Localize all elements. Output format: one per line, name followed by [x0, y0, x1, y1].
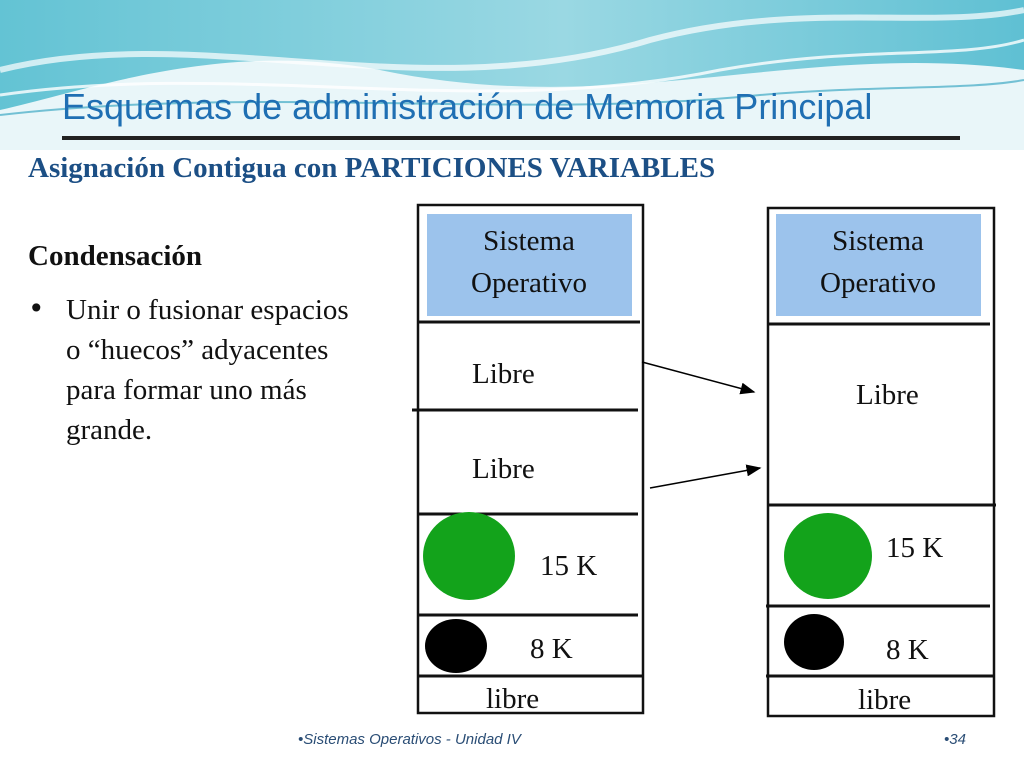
process-15k-circle	[784, 513, 872, 599]
os-label-line1-before: Sistema	[483, 225, 575, 257]
condensacion-heading: Condensación	[28, 240, 203, 272]
memory-after: Sistema Operativo Libre 15 K 8 K libre	[766, 206, 996, 718]
merged-free-label: Libre	[856, 379, 919, 411]
title-underline	[62, 136, 960, 140]
merge-arrow-lower	[649, 464, 762, 489]
free-bottom-label-after: libre	[858, 684, 911, 716]
memory-before: Sistema Operativo Libre Libre 15 K 8 K l…	[412, 203, 645, 715]
slide-title: Esquemas de administración de Memoria Pr…	[62, 86, 873, 127]
bullet-marker: •	[28, 292, 45, 325]
os-block-after	[776, 214, 981, 316]
process-8k-circle	[784, 614, 844, 670]
process-8k-label: 8 K	[886, 634, 929, 666]
process-15k-circle	[423, 512, 515, 600]
os-label-line1-after: Sistema	[832, 225, 924, 257]
os-label-line2-before: Operativo	[471, 267, 587, 299]
process-15k-label: 15 K	[540, 550, 597, 582]
os-label-line2-after: Operativo	[820, 267, 936, 299]
os-block-before	[427, 214, 632, 316]
process-15k-label: 15 K	[886, 532, 943, 564]
free-partition-1-label: Libre	[472, 358, 535, 390]
free-bottom-label-before: libre	[486, 683, 539, 715]
footer-course: •Sistemas Operativos - Unidad IV	[298, 731, 521, 748]
condensacion-bullet: Unir o fusionar espacios o “huecos” adya…	[66, 294, 349, 446]
free-partition-2-label: Libre	[472, 453, 535, 485]
footer-page-number: •34	[944, 731, 966, 748]
merge-arrow-upper	[641, 361, 756, 395]
process-8k-label: 8 K	[530, 633, 573, 665]
header-banner	[0, 0, 1024, 150]
slide-subtitle: Asignación Contigua con PARTICIONES VARI…	[28, 152, 716, 184]
process-8k-circle	[425, 619, 487, 673]
